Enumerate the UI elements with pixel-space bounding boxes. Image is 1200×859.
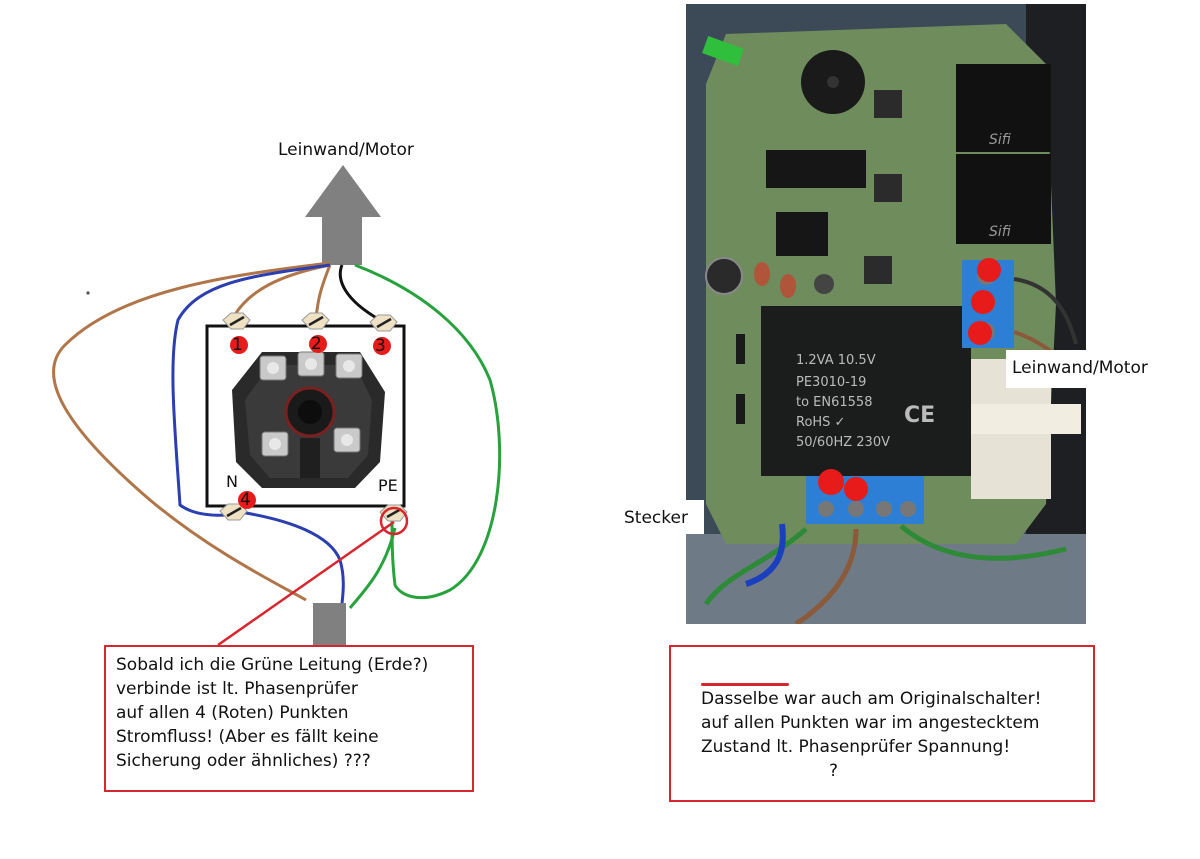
red-marker-4: [238, 491, 256, 509]
relay-brand-1: Sifi: [989, 132, 1011, 148]
green-wire-bottom: [348, 527, 397, 609]
right-note-line-1-text: Dasselbe war auch am Originalschalter!: [701, 689, 1042, 709]
left-note-line-4: Stromfluss! (Aber es fällt keine: [116, 727, 379, 747]
underline-mark: [701, 683, 789, 686]
left-note-line-5: Sicherung oder ähnliches) ???: [116, 751, 371, 771]
pcb-photo: Sifi Sifi 1.2VA 10.5V PE3010-19 to EN615…: [686, 4, 1086, 624]
brown-wire-outer: [52, 261, 331, 602]
wires: [52, 261, 502, 647]
transformer-ce-mark: CE: [904, 403, 935, 428]
right-pcb-figure: Sifi Sifi 1.2VA 10.5V PE3010-19 to EN615…: [620, 0, 1200, 859]
transformer-line-3: to EN61558: [796, 395, 872, 410]
plug-label: Stecker: [624, 508, 688, 528]
motor-arrow: [305, 165, 381, 265]
left-note-box: Sobald ich die Grüne Leitung (Erde?) ver…: [104, 645, 474, 792]
pcb-red-marker-out-2: [971, 290, 995, 314]
pcb-red-marker-pwr-2: [844, 477, 868, 501]
motor-label-right: Leinwand/Motor: [1012, 358, 1148, 378]
wiring-svg: [52, 165, 502, 648]
pe-highlight-circle: [379, 506, 409, 536]
blue-wire-top: [171, 263, 331, 517]
terminal-screws: [219, 312, 409, 536]
left-note-line-1: Sobald ich die Grüne Leitung (Erde?): [116, 655, 429, 675]
right-note-line-4: ?: [829, 761, 839, 781]
plug-block: [313, 603, 346, 648]
brown-wire-2: [314, 264, 332, 319]
terminal-tag-pe: PE: [378, 476, 398, 495]
relay-brand-2: Sifi: [989, 224, 1011, 240]
switch-frame: [205, 324, 406, 508]
terminal-tag-n: N: [226, 472, 238, 491]
right-note-line-1: Dasselbe war auch am Originalschalter!: [701, 683, 1069, 711]
right-note-line-2: auf allen Punkten war im angestecktem: [701, 713, 1040, 733]
green-wire-top: [354, 263, 502, 600]
left-note-line-2: verbinde ist lt. Phasenprüfer: [116, 679, 358, 699]
transformer: [761, 306, 971, 476]
pcb-red-marker-out-1: [977, 258, 1001, 282]
terminal-number-2: 2: [311, 334, 322, 354]
left-note-line-3: auf allen 4 (Roten) Punkten: [116, 703, 349, 723]
plug-label-panel: [620, 500, 704, 534]
stray-dot: [86, 291, 90, 295]
red-marker-2: [309, 335, 327, 353]
motor-label-panel: [1006, 350, 1176, 388]
right-note-line-3: Zustand lt. Phasenprüfer Spannung!: [701, 737, 1011, 757]
terminal-number-4: 4: [240, 490, 251, 510]
terminal-number-3: 3: [375, 336, 386, 356]
left-wiring-diagram: Leinwand/Motor 1 2 3 4 N PE Sobald ich d…: [52, 140, 502, 792]
transformer-line-5: 50/60HZ 230V: [796, 435, 890, 450]
blue-wire-bottom: [239, 510, 345, 605]
motor-label-left: Leinwand/Motor: [278, 140, 414, 160]
transformer-line-1: 1.2VA 10.5V: [796, 353, 876, 368]
black-wire: [338, 264, 381, 322]
pcb-red-marker-pwr-1: [818, 469, 844, 495]
right-note-box: Dasselbe war auch am Originalschalter! a…: [669, 645, 1095, 802]
pcb-red-markers: [818, 258, 1001, 501]
transformer-line-4: RoHS ✓: [796, 415, 845, 430]
transformer-line-2: PE3010-19: [796, 375, 866, 390]
switch-photo: [212, 340, 400, 490]
terminal-number-1: 1: [232, 335, 243, 355]
red-marker-1: [230, 336, 248, 354]
red-pointer-line: [217, 520, 395, 647]
pcb-red-marker-out-3: [968, 321, 992, 345]
red-markers: [230, 335, 391, 509]
red-marker-3: [373, 337, 391, 355]
